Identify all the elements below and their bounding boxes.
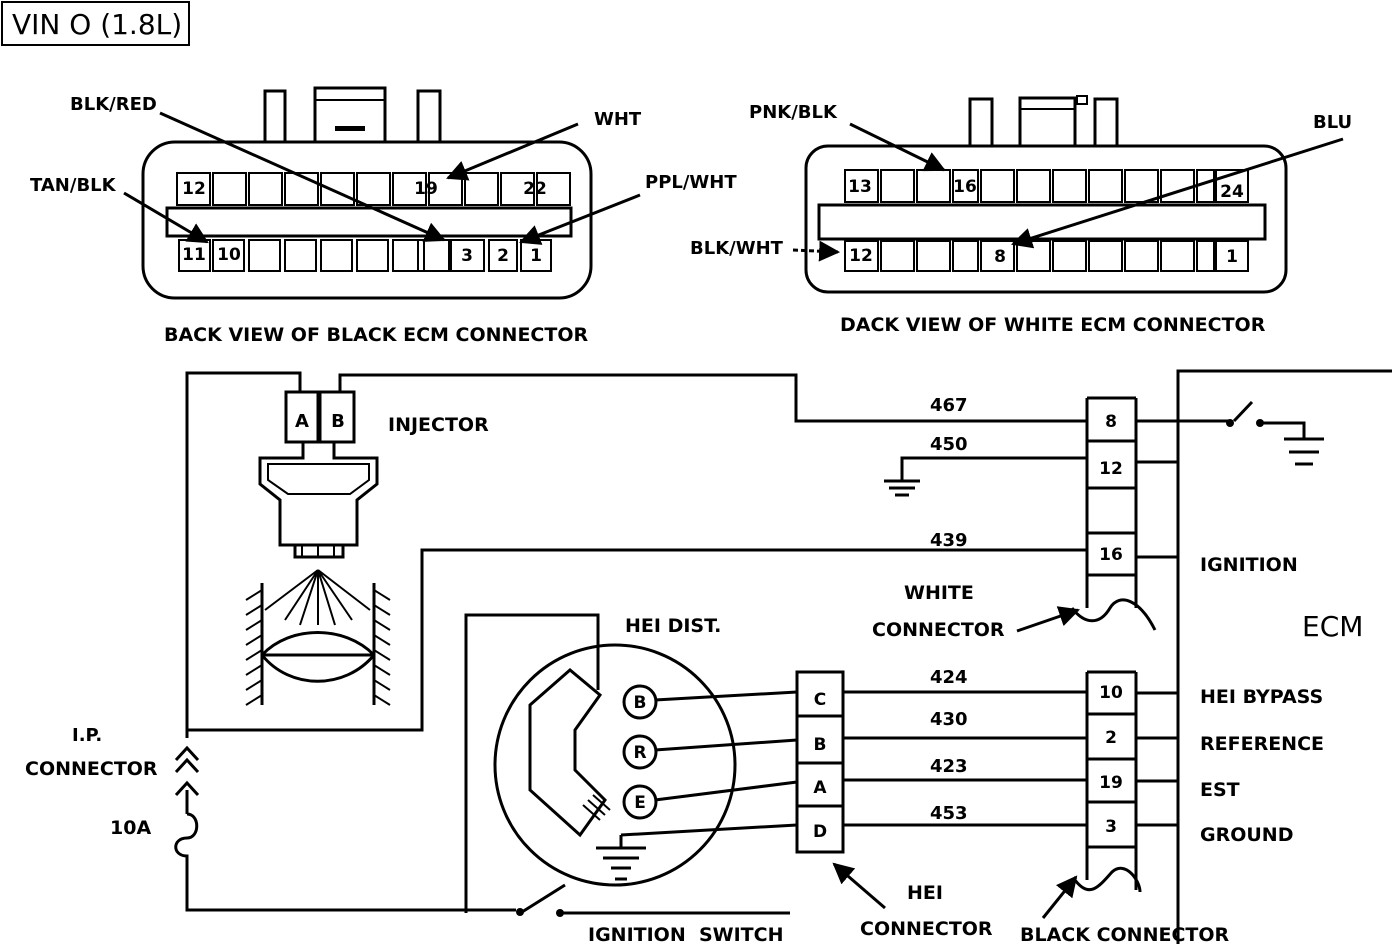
black-ecm-connector: 12 19 22 11 10 3 2 1 BLK/RED WHT TAN/BLK… xyxy=(30,86,737,346)
ecm-fn-hei-bypass: HEI BYPASS xyxy=(1200,686,1323,708)
black-pin-22: 22 xyxy=(523,179,547,199)
white-connector-schematic: 8 12 16 xyxy=(1016,396,1157,633)
hei-pin-b: B xyxy=(814,735,827,755)
title-box: VIN O (1.8L) xyxy=(1,1,190,46)
black-pin-11: 11 xyxy=(182,245,206,265)
circuit-423: 423 xyxy=(930,756,968,777)
fuse-label: 10A xyxy=(110,817,151,839)
black-pin-3: 3 xyxy=(461,246,473,266)
diagram-title: VIN O (1.8L) xyxy=(12,8,182,41)
hei-pin-c: C xyxy=(814,690,826,710)
white-bottom-cells xyxy=(844,240,1249,272)
label-ppl-wht: PPL/WHT xyxy=(645,172,737,193)
black-connector-caption: BACK VIEW OF BLACK ECM CONNECTOR xyxy=(164,324,588,346)
hei-pin-d: D xyxy=(813,822,827,842)
arrow-blk-red xyxy=(159,111,446,242)
circuit-453: 453 xyxy=(930,803,968,824)
circuit-450: 450 xyxy=(930,434,968,455)
circuit-467: 467 xyxy=(930,395,968,416)
black-pin-19: 19 xyxy=(414,179,438,199)
arrow-wht xyxy=(446,122,579,181)
wires xyxy=(174,369,1392,944)
white-conn-pin-8: 8 xyxy=(1105,412,1117,432)
ignition-switch-label: IGNITION SWITCH xyxy=(588,924,783,944)
black-conn-pin-2: 2 xyxy=(1105,728,1117,748)
switch-contact xyxy=(556,909,564,917)
white-pin-8: 8 xyxy=(994,247,1006,267)
white-pin-16: 16 xyxy=(953,177,977,197)
black-connector-schematic: 10 2 19 3 xyxy=(1041,670,1142,919)
white-top-cells xyxy=(844,169,1249,203)
circuit-430: 430 xyxy=(930,709,968,730)
hei-connector-label-2: CONNECTOR xyxy=(860,918,993,940)
injector-label: INJECTOR xyxy=(388,414,489,436)
black-pin-12: 12 xyxy=(182,179,206,199)
white-pin-1: 1 xyxy=(1226,247,1238,267)
label-tan-blk: TAN/BLK xyxy=(30,175,117,196)
ecm-fn-ground: GROUND xyxy=(1200,824,1293,846)
label-blk-red: BLK/RED xyxy=(70,94,157,115)
hei-dist-terminal-r: R xyxy=(633,743,646,763)
ecm-fn-reference: REFERENCE xyxy=(1200,733,1324,755)
white-pin-24: 24 xyxy=(1220,182,1244,202)
hei-dist-label: HEI DIST. xyxy=(625,615,721,637)
ecm-fn-est: EST xyxy=(1200,779,1240,801)
hei-connector: C B A D xyxy=(795,670,886,910)
white-pin-12: 12 xyxy=(849,246,873,266)
black-conn-pin-10: 10 xyxy=(1099,683,1123,703)
ip-connector-label-1: I.P. xyxy=(72,725,102,746)
black-conn-pin-3: 3 xyxy=(1105,817,1117,837)
label-pnk-blk: PNK/BLK xyxy=(749,102,838,123)
ecm-label: ECM xyxy=(1302,610,1363,643)
hei-pin-a: A xyxy=(813,778,827,798)
white-pin-13: 13 xyxy=(848,177,872,197)
arrow-ppl-wht xyxy=(519,193,641,245)
switch-contact xyxy=(516,908,524,916)
arrow-blk-wht xyxy=(792,240,841,262)
black-conn-pin-19: 19 xyxy=(1099,773,1123,793)
ground-icon xyxy=(884,479,920,497)
ip-connector-label-2: CONNECTOR xyxy=(25,758,158,780)
black-pin-10: 10 xyxy=(217,245,241,265)
hei-connector-label-1: HEI xyxy=(907,882,943,904)
black-connector-label: BLACK CONNECTOR xyxy=(1020,924,1230,944)
white-connector-label-2: CONNECTOR xyxy=(872,619,1005,641)
white-connector-caption: DACK VIEW OF WHITE ECM CONNECTOR xyxy=(840,314,1266,336)
ground-icon xyxy=(596,835,646,881)
black-pin-2: 2 xyxy=(497,246,509,266)
ecm-fn-ignition: IGNITION xyxy=(1200,554,1298,576)
arrow-pnk-blk xyxy=(849,122,946,172)
white-conn-pin-16: 16 xyxy=(1099,545,1123,565)
circuit-439: 439 xyxy=(930,530,968,551)
arrow-tan-blk xyxy=(123,191,209,244)
label-wht: WHT xyxy=(594,109,642,130)
circuit-424: 424 xyxy=(930,667,968,688)
ip-connector-icon xyxy=(174,745,200,797)
injector: A B xyxy=(245,390,391,706)
hei-distributor: B R E xyxy=(493,643,737,887)
ground-icon xyxy=(1284,437,1324,466)
white-conn-pin-12: 12 xyxy=(1099,459,1123,479)
white-connector-label-1: WHITE xyxy=(904,582,974,604)
white-ecm-connector: 13 16 24 12 8 1 PNK/BLK BLU BLK/WHT DACK… xyxy=(690,95,1352,336)
black-pin-1: 1 xyxy=(530,246,542,266)
label-blu: BLU xyxy=(1313,112,1352,133)
hei-dist-terminal-b: B xyxy=(634,693,647,713)
injector-pin-a: A xyxy=(295,411,309,432)
hei-dist-terminal-e: E xyxy=(634,793,646,813)
arrow-blu xyxy=(1010,137,1344,249)
label-blk-wht: BLK/WHT xyxy=(690,238,784,259)
black-top-cells xyxy=(176,172,571,206)
injector-pin-b: B xyxy=(331,411,345,432)
